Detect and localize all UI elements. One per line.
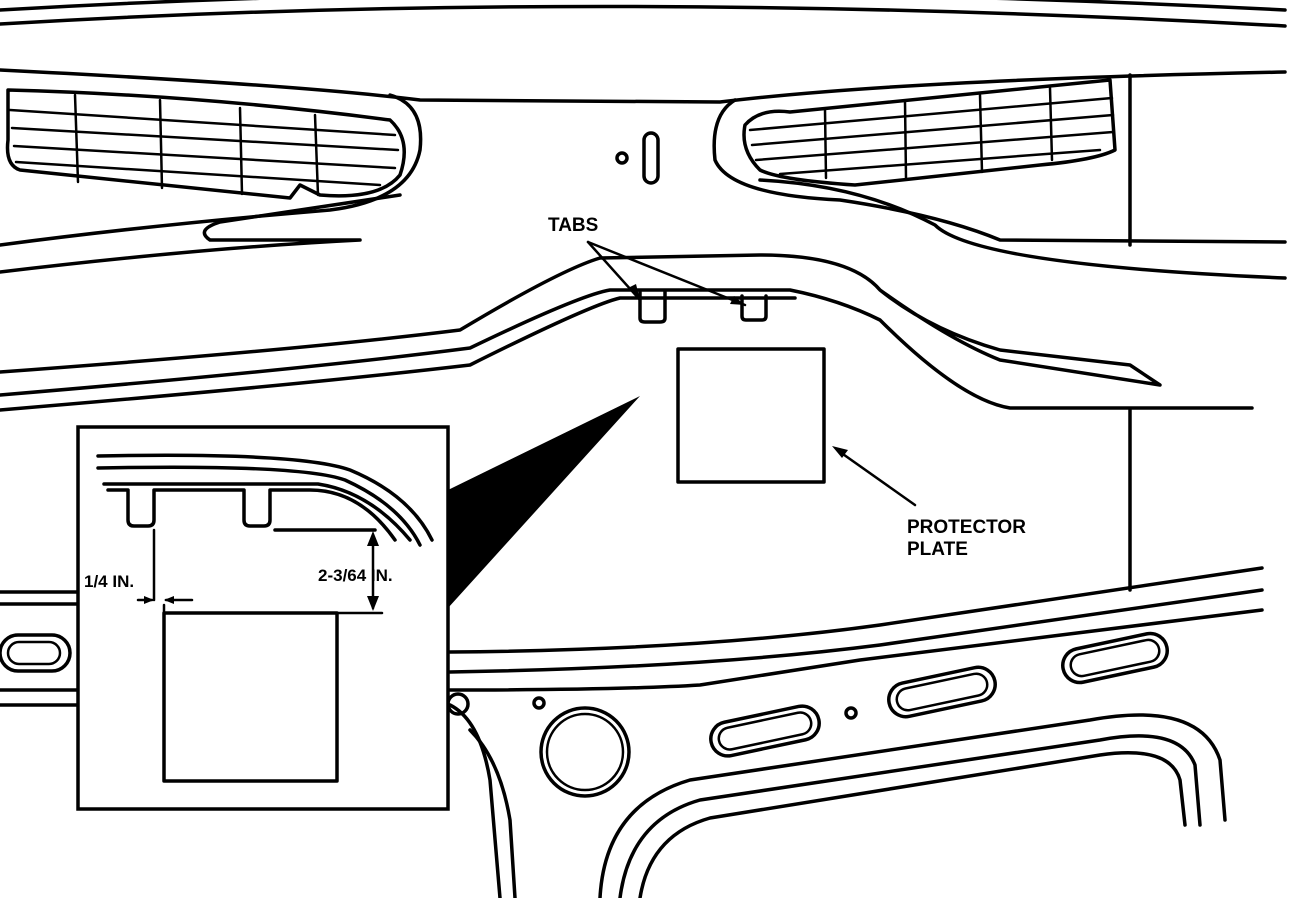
detail-inset: 1/4 IN. 2-3/64 IN. [76, 425, 450, 811]
protector-plate-label-line1: PROTECTOR [907, 517, 1026, 538]
tabs [638, 290, 768, 324]
cowl-top-edge [0, 0, 1287, 104]
tabs-label: TABS [548, 215, 598, 236]
dim-height-label: 2-3/64 IN. [318, 566, 393, 585]
callout-wedge [448, 396, 640, 608]
right-vent-grille [712, 73, 1287, 280]
tabs-leader-arrows [586, 240, 747, 307]
center-slot [615, 131, 660, 185]
protector-plate-label-line2: PLATE [907, 539, 968, 560]
left-vent-grille [0, 88, 423, 274]
lower-panel [0, 566, 1264, 898]
protector-plate-leader [832, 446, 917, 507]
inset-protector-plate [162, 611, 339, 783]
dim-quarter-inch-label: 1/4 IN. [84, 572, 134, 591]
protector-plate [676, 347, 826, 484]
cross-member [0, 253, 1254, 592]
